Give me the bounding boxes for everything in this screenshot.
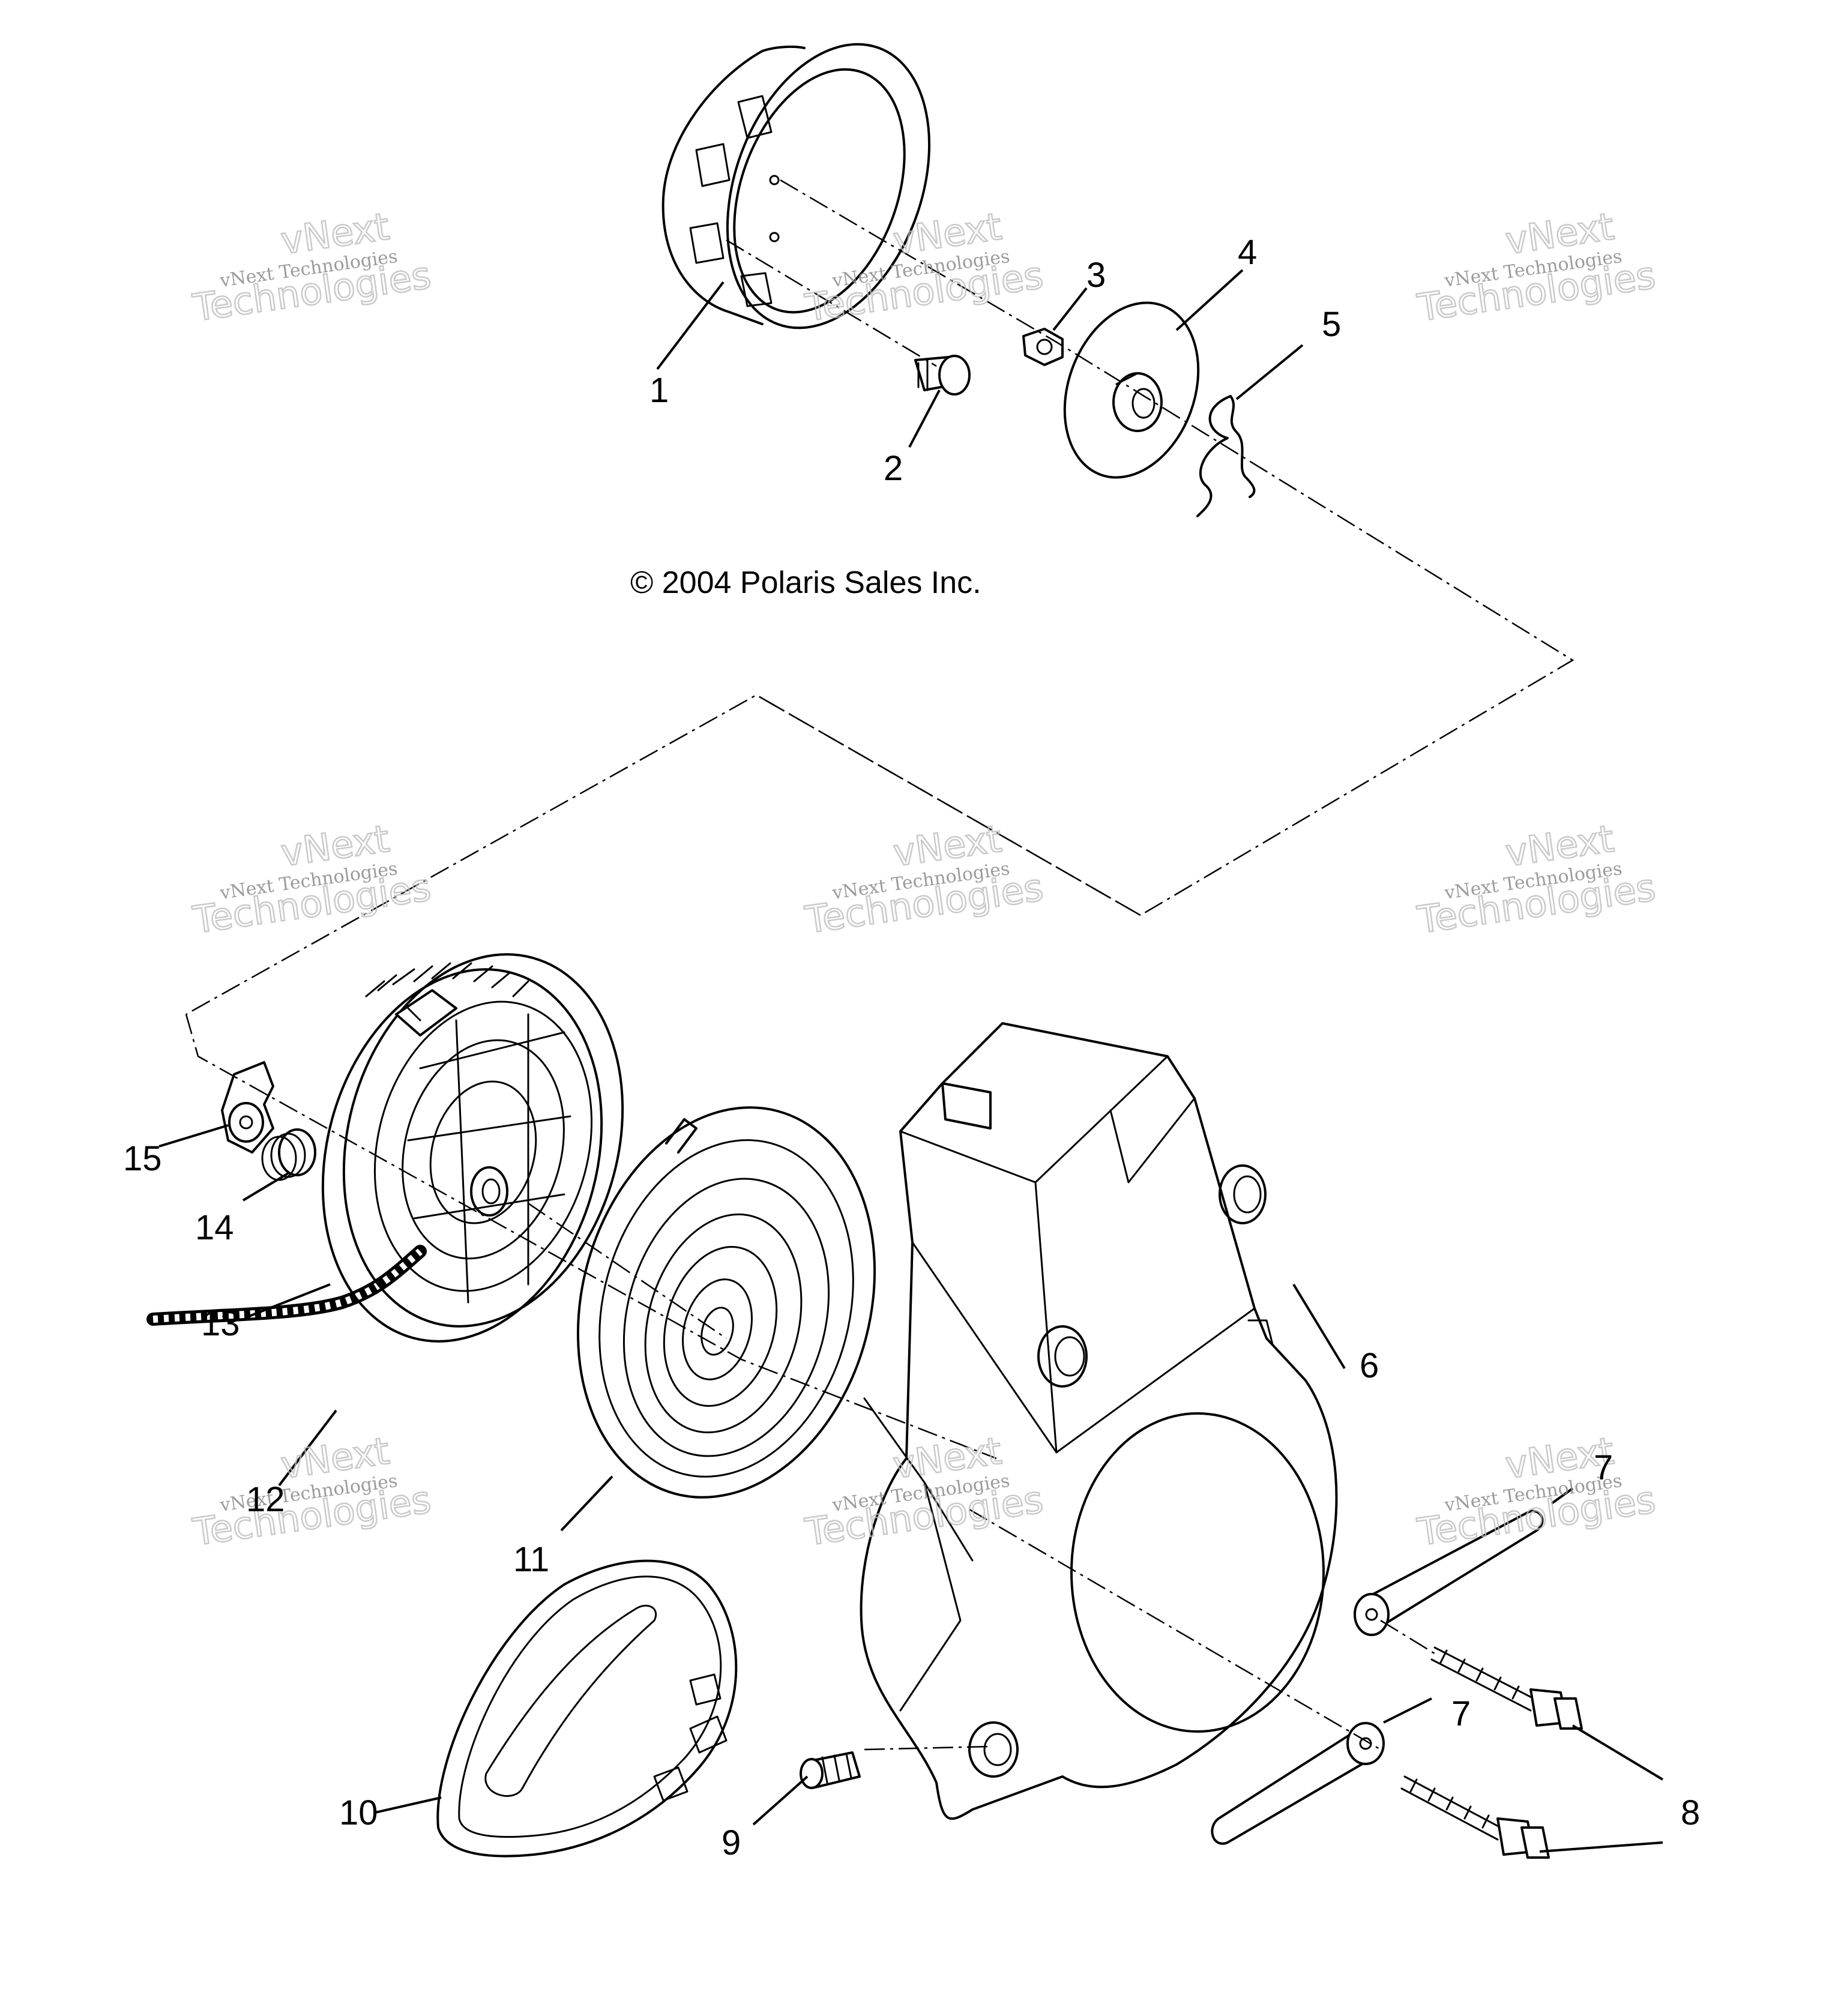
bolts-part-8 xyxy=(1400,1646,1583,1859)
callout-10: 10 xyxy=(339,1793,378,1832)
nut-part-3 xyxy=(1022,328,1064,366)
callout-9: 9 xyxy=(722,1823,741,1862)
watermark: vNext vNext Technologies Technologies xyxy=(1414,816,1659,943)
callout-13: 13 xyxy=(201,1304,240,1343)
callout-4: 4 xyxy=(1238,233,1257,272)
callout-7-upper: 7 xyxy=(1594,1448,1613,1487)
watermark: vNext vNext Technologies Technologies xyxy=(801,203,1046,331)
pulley-part-13 xyxy=(321,953,624,1343)
callout-12: 12 xyxy=(246,1480,285,1519)
plate-part-4 xyxy=(1063,301,1200,479)
callout-5: 5 xyxy=(1322,305,1341,344)
callout-15: 15 xyxy=(123,1139,162,1178)
starter-cup-part xyxy=(661,43,931,329)
screw-part-9 xyxy=(800,1751,861,1789)
spring-clip-part-5 xyxy=(1196,395,1256,517)
centerlines xyxy=(185,179,1574,1751)
handle-part-10 xyxy=(436,1559,738,1858)
callout-labels: 1 2 3 4 5 6 7 7 8 9 10 11 12 13 14 15 xyxy=(123,233,1700,1862)
housing-cover-part-6 xyxy=(860,1022,1338,1820)
watermark: vNext vNext Technologies Technologies xyxy=(801,816,1046,943)
watermark: vNext vNext Technologies Technologies xyxy=(189,816,434,943)
callout-6: 6 xyxy=(1360,1346,1379,1385)
strap-part-7-upper xyxy=(1354,1509,1544,1636)
watermark: vNext vNext Technologies Technologies xyxy=(801,1428,1046,1555)
copyright-notice: © 2004 Polaris Sales Inc. xyxy=(630,565,981,600)
callout-3: 3 xyxy=(1086,256,1106,295)
callout-8: 8 xyxy=(1681,1793,1700,1832)
watermark: vNext vNext Technologies Technologies xyxy=(189,203,434,331)
pawl-part-15 xyxy=(221,1061,274,1154)
watermark: vNext vNext Technologies Technologies xyxy=(1414,203,1659,331)
callout-2: 2 xyxy=(884,449,903,488)
callout-7-lower: 7 xyxy=(1451,1694,1471,1733)
leader-lines xyxy=(158,269,1664,1853)
watermark: vNext vNext Technologies Technologies xyxy=(189,1428,434,1555)
recoil-spring-part-11 xyxy=(576,1106,876,1499)
spring-part-14 xyxy=(261,1128,316,1181)
callout-11: 11 xyxy=(513,1540,549,1579)
rope-part-12 xyxy=(146,1245,427,1326)
strap-part-7-lower xyxy=(1211,1722,1385,1845)
bolt-part-2 xyxy=(914,355,971,396)
watermark: vNext vNext Technologies Technologies xyxy=(1414,1428,1659,1555)
callout-1: 1 xyxy=(649,371,669,410)
watermarks: vNext vNext Technologies Technologies vN… xyxy=(189,203,1659,1555)
callout-14: 14 xyxy=(195,1208,234,1247)
